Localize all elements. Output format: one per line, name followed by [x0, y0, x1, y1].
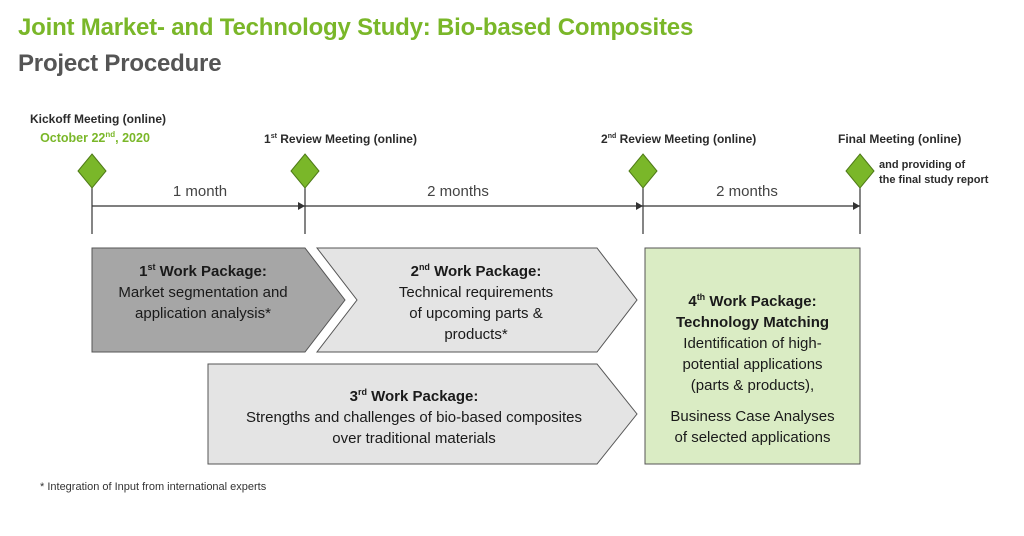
review1-label: 1st Review Meeting (online)	[264, 132, 417, 146]
wp1-title: 1st Work Package:	[139, 262, 267, 280]
kickoff-date: October 22nd, 2020	[40, 130, 150, 146]
wp4-line4: Business Case Analyses	[670, 408, 835, 425]
duration-1: 1 month	[172, 183, 228, 200]
final-note-line2: the final study report	[879, 174, 989, 186]
wp2-line1: Technical requirements	[398, 284, 554, 301]
wp3-title: 3rd Work Package:	[349, 387, 479, 405]
wp2-text: 2nd Work Package: Technical requirements…	[356, 257, 596, 345]
milestone-diamond-final	[845, 153, 875, 189]
wp4-line1: Identification of high-	[683, 335, 822, 352]
wp2-line2: of upcoming parts &	[409, 305, 543, 322]
wp1-line2: application analysis*	[135, 305, 271, 322]
milestone-diamond-review2	[628, 153, 658, 189]
wp4-line3: (parts & products),	[690, 377, 815, 394]
wp1-line1: Market segmentation and	[118, 284, 288, 301]
milestone-diamond-review1	[290, 153, 320, 189]
arrowhead-2	[636, 202, 643, 210]
final-label: Final Meeting (online)	[838, 132, 962, 146]
wp4-title: 4th Work Package:	[688, 292, 817, 310]
wp4-shape	[644, 247, 861, 465]
page-title: Joint Market- and Technology Study: Bio-…	[18, 14, 694, 41]
wp4-text: 4th Work Package: Technology Matching Id…	[645, 287, 860, 448]
arrowhead-3	[853, 202, 860, 210]
wp3-shape	[207, 363, 638, 465]
wp3-line2: over traditional materials	[332, 430, 496, 447]
kickoff-label: Kickoff Meeting (online)	[30, 112, 166, 126]
page-subtitle: Project Procedure	[18, 50, 222, 77]
footnote: * Integration of Input from internationa…	[40, 481, 267, 493]
wp4-line2: potential applications	[682, 356, 823, 373]
wp3-text: 3rd Work Package: Strengths and challeng…	[208, 382, 620, 449]
review2-label: 2nd Review Meeting (online)	[601, 132, 757, 146]
wp3-line1: Strengths and challenges of bio-based co…	[245, 409, 583, 426]
wp1-shape	[91, 247, 346, 353]
duration-3: 2 months	[716, 183, 778, 200]
wp2-line3: products*	[444, 326, 508, 343]
wp4-subtitle: Technology Matching	[675, 314, 830, 331]
milestone-diamond-kickoff	[77, 153, 107, 189]
arrowhead-1	[298, 202, 305, 210]
wp4-line5: of selected applications	[674, 429, 831, 446]
wp2-shape	[315, 247, 638, 353]
duration-2: 2 months	[427, 183, 489, 200]
final-note-line1: and providing of	[879, 159, 966, 171]
wp1-text: 1st Work Package: Market segmentation an…	[92, 257, 314, 324]
wp2-title: 2nd Work Package:	[410, 262, 542, 280]
